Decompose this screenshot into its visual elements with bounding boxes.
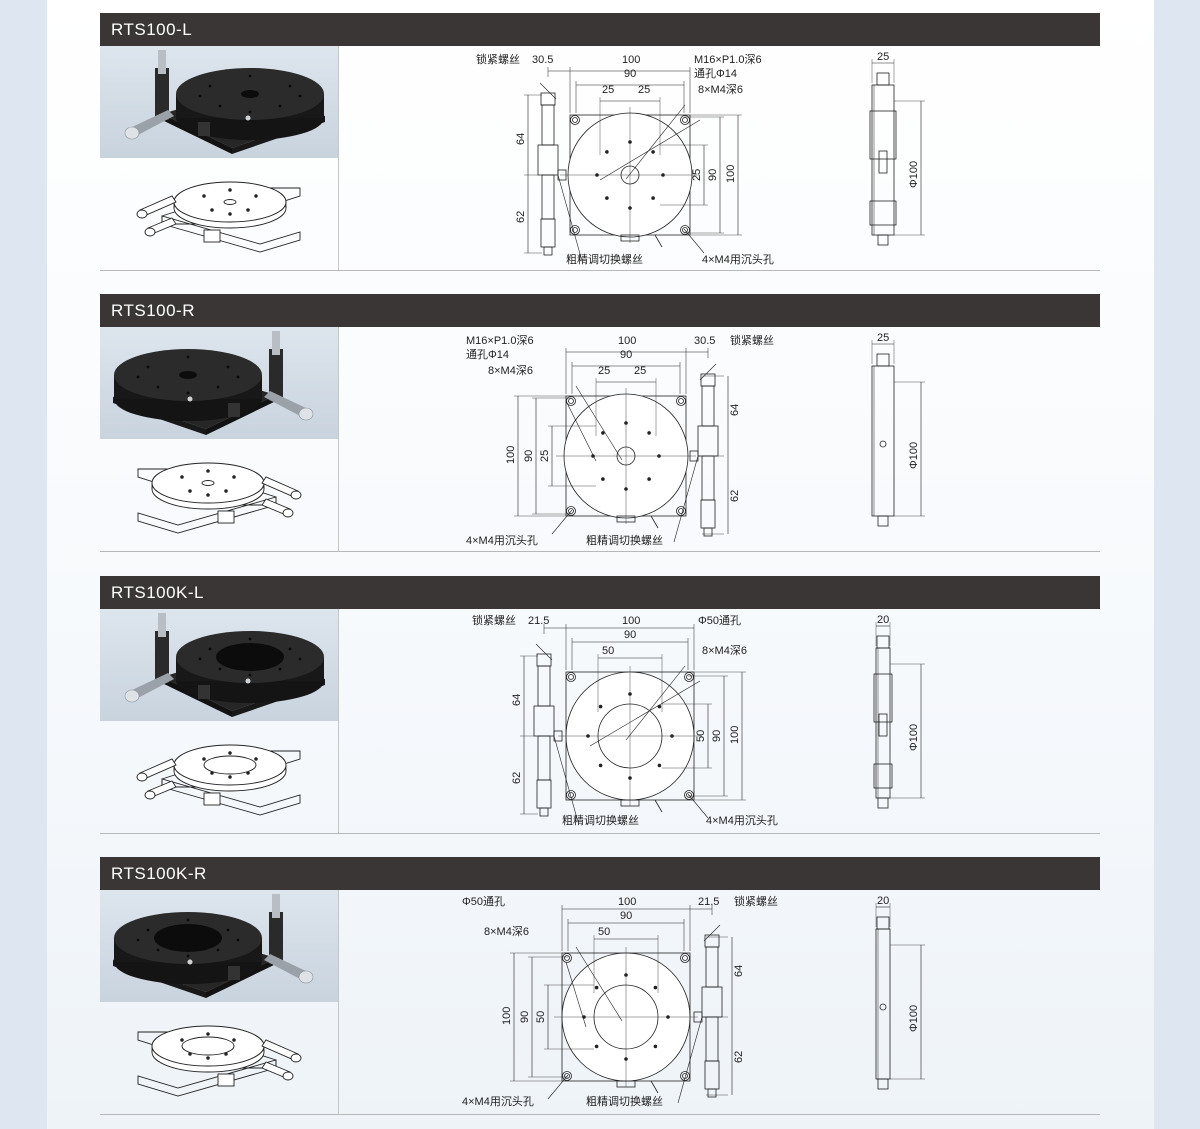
dim-inner: 90 bbox=[624, 68, 636, 80]
dim-inner: 90 bbox=[620, 910, 632, 922]
dim-offset: 21.5 bbox=[528, 615, 549, 627]
side-width-dim: 20 bbox=[877, 614, 889, 626]
section-body: 锁紧螺丝 21.5 100 90 50 Φ50通孔 8×M4深6 64 62 100 90 50 粗精调… bbox=[100, 609, 1100, 834]
lock-screw-label: 锁紧螺丝 bbox=[472, 613, 516, 627]
m4-hole-label: 8×M4深6 bbox=[702, 644, 747, 657]
dim-height-outer: 100 bbox=[725, 165, 737, 183]
product-line-art bbox=[100, 439, 338, 551]
side-profile bbox=[871, 84, 895, 236]
product-images bbox=[100, 46, 339, 270]
product-line-art bbox=[100, 1002, 338, 1114]
side-diameter-dim: Φ100 bbox=[908, 724, 920, 751]
lock-screw-label: 锁紧螺丝 bbox=[730, 333, 774, 347]
countersink-label: 4×M4用沉头孔 bbox=[706, 814, 778, 827]
product-photo bbox=[100, 609, 338, 721]
thread-label: M16×P1.0深6 bbox=[694, 53, 762, 66]
section-title: RTS100K-R bbox=[100, 857, 1100, 890]
dim-outer: 100 bbox=[618, 335, 636, 347]
dim-height-outer: 100 bbox=[505, 446, 517, 464]
side-diameter-dim: Φ100 bbox=[908, 442, 920, 469]
dim-down: 62 bbox=[515, 211, 527, 223]
dim-offset: 21.5 bbox=[698, 896, 719, 908]
m4-hole-label: 8×M4深6 bbox=[698, 83, 743, 96]
dim-down: 62 bbox=[733, 1051, 745, 1063]
dim-height-inner: 90 bbox=[711, 730, 723, 742]
dim-height-inner: 90 bbox=[519, 1011, 531, 1023]
side-diameter-dim: Φ100 bbox=[908, 1005, 920, 1032]
m4-hole-label: 8×M4深6 bbox=[484, 925, 529, 938]
countersink-label: 4×M4用沉头孔 bbox=[466, 534, 538, 547]
dim-height-inner: 90 bbox=[523, 450, 535, 462]
countersink-label: 4×M4用沉头孔 bbox=[702, 253, 774, 266]
dim-height-outer: 100 bbox=[729, 726, 741, 744]
product-line-art bbox=[100, 158, 338, 270]
dim-up: 64 bbox=[511, 694, 523, 706]
side-width-dim: 25 bbox=[877, 51, 889, 63]
dim-height-pitch: 50 bbox=[535, 1011, 547, 1023]
dim-up: 64 bbox=[729, 404, 741, 416]
dim-offset: 30.5 bbox=[532, 54, 553, 66]
product-photo bbox=[100, 46, 338, 158]
dim-height-pitch: 25 bbox=[539, 450, 551, 462]
dim-up: 64 bbox=[733, 965, 745, 977]
product-photo bbox=[100, 327, 338, 439]
technical-drawing: Φ50通孔 8×M4深6 100 90 50 21.5 锁紧螺丝 64 62 100 90 50 4×M… bbox=[338, 890, 1100, 1114]
m4-hole-label: 8×M4深6 bbox=[488, 364, 533, 377]
product-images bbox=[100, 327, 339, 551]
section-title: RTS100-R bbox=[100, 294, 1100, 327]
section-body: Φ50通孔 8×M4深6 100 90 50 21.5 锁紧螺丝 64 62 100 90 50 4×M… bbox=[100, 890, 1100, 1115]
thread-label: M16×P1.0深6 bbox=[466, 334, 534, 347]
micro-switch-label: 粗精调切换螺丝 bbox=[566, 252, 643, 266]
dim-pitch-a: 25 bbox=[602, 84, 614, 96]
through-hole-label: 通孔Φ14 bbox=[694, 67, 737, 80]
dim-inner: 90 bbox=[624, 629, 636, 641]
dim-outer: 100 bbox=[618, 896, 636, 908]
product-line-art bbox=[100, 721, 338, 833]
product-images bbox=[100, 609, 339, 833]
dim-up: 64 bbox=[515, 133, 527, 145]
dim-height-inner: 90 bbox=[707, 169, 719, 181]
technical-drawing: 锁紧螺丝 21.5 100 90 50 Φ50通孔 8×M4深6 64 62 100 90 50 粗精调… bbox=[338, 609, 1100, 833]
lock-screw-label: 锁紧螺丝 bbox=[734, 894, 778, 908]
micro-switch-label: 粗精调切换螺丝 bbox=[562, 813, 639, 827]
dim-pitch-b: 25 bbox=[634, 365, 646, 377]
countersink-label: 4×M4用沉头孔 bbox=[462, 1095, 534, 1108]
product-section: RTS100K-R Φ50通孔 8×M4深6 100 90 50 21.5 锁紧螺丝 64 62 1… bbox=[100, 857, 1100, 1115]
thread-label: Φ50通孔 bbox=[462, 895, 505, 908]
side-width-dim: 20 bbox=[877, 895, 889, 907]
dim-height-outer: 100 bbox=[501, 1007, 513, 1025]
micro-switch-label: 粗精调切换螺丝 bbox=[586, 1094, 663, 1108]
dim-outer: 100 bbox=[622, 615, 640, 627]
dim-down: 62 bbox=[729, 490, 741, 502]
side-width-dim: 25 bbox=[877, 332, 889, 344]
dim-inner: 90 bbox=[620, 349, 632, 361]
dim-pitch-a: 50 bbox=[602, 645, 614, 657]
thread-label: Φ50通孔 bbox=[698, 614, 741, 627]
side-diameter-dim: Φ100 bbox=[908, 161, 920, 188]
lock-screw-label: 锁紧螺丝 bbox=[476, 52, 520, 66]
section-title: RTS100K-L bbox=[100, 576, 1100, 609]
through-hole-label: 通孔Φ14 bbox=[466, 348, 509, 361]
product-images bbox=[100, 890, 339, 1114]
dim-pitch-a: 25 bbox=[598, 365, 610, 377]
micro-switch-label: 粗精调切换螺丝 bbox=[586, 533, 663, 547]
product-section: RTS100K-L 锁紧螺丝 21.5 100 90 50 Φ50通孔 8×M4深6 64 62 1… bbox=[100, 576, 1100, 834]
dim-height-pitch: 50 bbox=[695, 730, 707, 742]
dim-outer: 100 bbox=[622, 54, 640, 66]
dim-pitch-a: 50 bbox=[598, 926, 610, 938]
dim-pitch-b: 25 bbox=[638, 84, 650, 96]
dim-height-pitch: 25 bbox=[691, 169, 703, 181]
section-title: RTS100-L bbox=[100, 13, 1100, 46]
product-photo bbox=[100, 890, 338, 1002]
dim-down: 62 bbox=[511, 772, 523, 784]
dim-offset: 30.5 bbox=[694, 335, 715, 347]
